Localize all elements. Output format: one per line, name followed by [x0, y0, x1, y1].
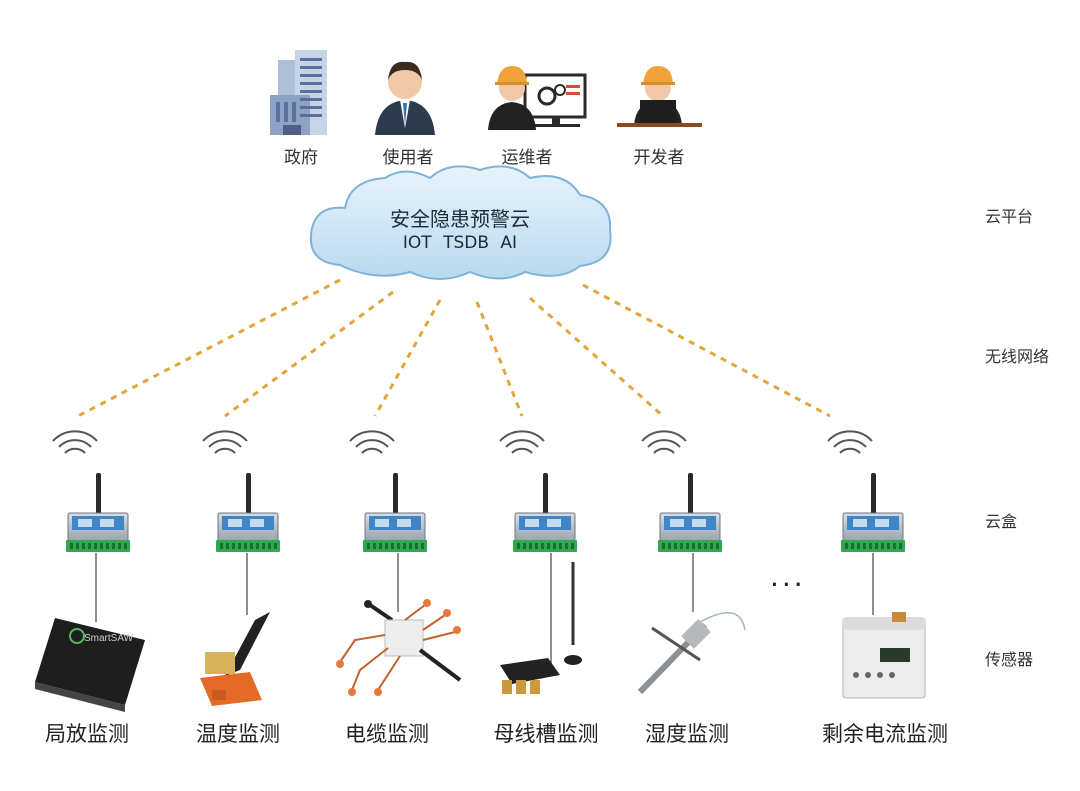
wifi-signal-icon	[202, 430, 248, 454]
wifi-signal-icon	[499, 430, 545, 454]
sensor-label-partial-discharge: 局放监测	[45, 722, 129, 746]
user-label-government: 政府	[284, 148, 318, 168]
government-building-icon	[270, 50, 327, 135]
sensor-label-residual-current: 剩余电流监测	[822, 722, 948, 746]
wireless-link-2	[224, 290, 394, 418]
wireless-link-4	[475, 301, 524, 417]
cloud-box-device	[657, 472, 723, 553]
user-label-user: 使用者	[382, 148, 434, 168]
user-label-operator: 运维者	[501, 148, 553, 168]
busbar-sensor-icon	[500, 562, 582, 694]
sensor-label-busbar: 母线槽监测	[493, 722, 599, 746]
sensor-label-temperature: 温度监测	[196, 722, 280, 746]
user-label-developer: 开发者	[633, 148, 685, 168]
cloud-box-device	[215, 472, 281, 553]
cloud-box-device	[65, 472, 131, 553]
developer-laptop-icon	[617, 66, 702, 127]
wireless-link-6	[582, 283, 831, 418]
cloud-box-device	[512, 472, 578, 553]
cable-sensor-icon	[336, 599, 462, 696]
wireless-link-5	[529, 296, 664, 418]
wireless-link-1	[77, 278, 341, 418]
layer-label-cloud-platform: 云平台	[985, 207, 1034, 226]
residual-current-sensor-icon	[842, 612, 926, 699]
wifi-signal-icon	[349, 430, 395, 454]
cloud-box-device	[362, 472, 428, 553]
layer-label-cloud-box: 云盒	[985, 512, 1018, 531]
user-person-icon	[375, 61, 435, 135]
cloud-platform-shape	[309, 165, 612, 280]
wifi-signal-icon	[641, 430, 687, 454]
box-sensor-connectors	[95, 553, 874, 665]
cloud-title: 安全隐患预警云	[390, 207, 530, 231]
operator-monitor-icon	[488, 66, 587, 130]
wireless-link-3	[373, 299, 442, 417]
more-devices-ellipsis: ...	[770, 560, 806, 593]
wifi-signal-icon	[827, 430, 873, 454]
layer-label-sensor: 传感器	[985, 650, 1034, 669]
sensor-label-humidity: 湿度监测	[645, 722, 729, 746]
sensor-label-cable: 电缆监测	[345, 722, 429, 746]
layer-label-wireless-network: 无线网络	[985, 347, 1050, 366]
partial-discharge-sensor-icon: SmartSAW	[35, 618, 145, 712]
temperature-sensor-icon	[200, 612, 270, 706]
sensor-brand-text: SmartSAW	[84, 633, 134, 644]
cloud-subtitle: IOT TSDB AI	[402, 233, 518, 253]
humidity-sensor-icon	[637, 611, 746, 695]
wireless-links	[77, 278, 831, 418]
wifi-signal-icon	[52, 430, 98, 454]
cloud-box-device	[840, 472, 906, 553]
